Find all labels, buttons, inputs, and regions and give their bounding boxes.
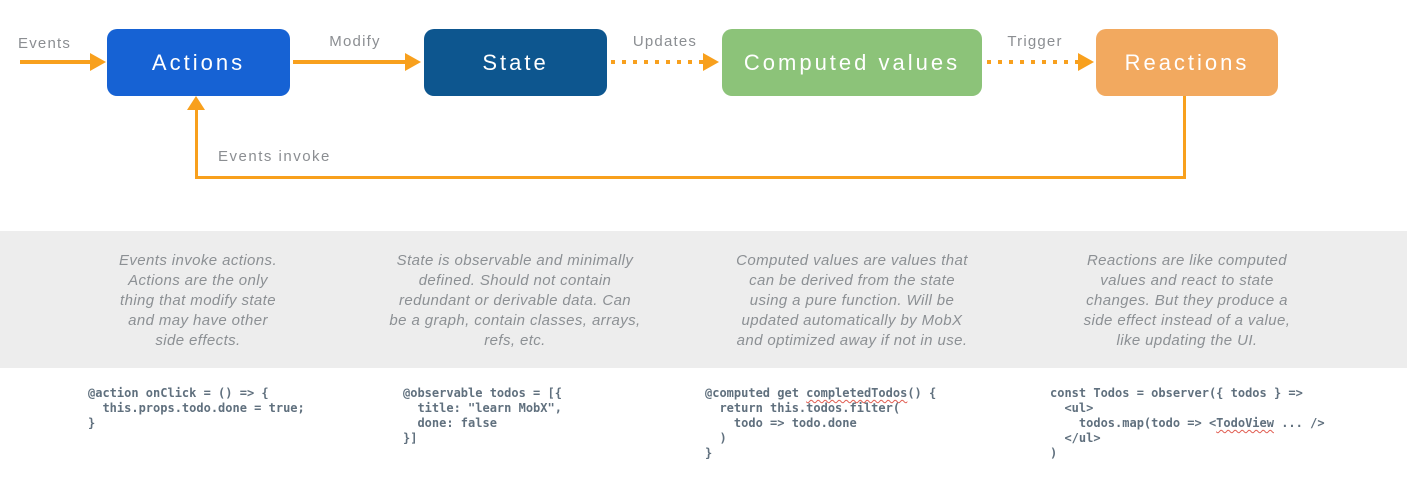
code-line: todo => todo.done xyxy=(705,416,857,430)
code-block-computed: @computed get completedTodos() { return … xyxy=(705,386,936,461)
box-state: State xyxy=(424,29,607,96)
code-line: @computed get completedTodos() { xyxy=(705,386,937,400)
code-block-action: @action onClick = () => { this.props.tod… xyxy=(88,386,305,431)
flow-label-updates: Updates xyxy=(632,33,698,50)
box-reactions: Reactions xyxy=(1096,29,1278,96)
code-line: ) xyxy=(705,431,727,445)
code-line: @action onClick = () => { xyxy=(88,386,269,400)
code-line: todos.map(todo => <TodoView ... /> xyxy=(1050,416,1325,430)
arrow-head xyxy=(405,53,421,71)
loop-arrow-head xyxy=(187,96,205,110)
arrow-computed-to-reactions xyxy=(987,53,1094,71)
code-line: <ul> xyxy=(1050,401,1094,415)
code-line: done: false xyxy=(403,416,497,430)
misspelled-token: TodoView xyxy=(1216,416,1274,430)
arrow-head xyxy=(703,53,719,71)
flow-label-events: Events xyxy=(18,35,72,52)
code-line: } xyxy=(88,416,96,430)
loop-line-right-vertical xyxy=(1183,96,1186,179)
flow-label-modify: Modify xyxy=(329,33,381,50)
arrow-shaft xyxy=(20,60,90,64)
box-computed-values: Computed values xyxy=(722,29,982,96)
arrow-shaft xyxy=(611,60,703,64)
code-block-observable: @observable todos = [{ title: "learn Mob… xyxy=(403,386,562,446)
misspelled-token: completedTodos xyxy=(806,386,908,400)
arrow-actions-to-state xyxy=(293,53,421,71)
description-computed-values: Computed values are values that can be d… xyxy=(736,252,968,349)
code-snippet-zone: @action onClick = () => { this.props.tod… xyxy=(0,368,1407,483)
arrow-head xyxy=(90,53,106,71)
code-line: const Todos = observer({ todos } => xyxy=(1050,386,1303,400)
code-line: this.props.todo.done = true; xyxy=(88,401,305,415)
description-actions: Events invoke actions. Actions are the o… xyxy=(118,252,278,349)
loop-line-left-vertical xyxy=(195,107,198,179)
code-line: </ul> xyxy=(1050,431,1101,445)
code-line: @observable todos = [{ xyxy=(403,386,562,400)
arrow-shaft xyxy=(293,60,405,64)
description-band: Events invoke actions. Actions are the o… xyxy=(0,231,1407,368)
code-line: title: "learn MobX", xyxy=(403,401,562,415)
loop-line-horizontal xyxy=(195,176,1186,179)
description-state: State is observable and minimally define… xyxy=(389,252,641,349)
description-reactions: Reactions are like computed values and r… xyxy=(1083,252,1291,349)
code-block-observer: const Todos = observer({ todos } => <ul>… xyxy=(1050,386,1325,461)
flow-label-events-invoke: Events invoke xyxy=(218,148,331,165)
arrow-shaft xyxy=(987,60,1078,64)
arrow-events-to-actions xyxy=(20,53,106,71)
code-line: ) xyxy=(1050,446,1058,460)
box-actions: Actions xyxy=(107,29,290,96)
flow-label-trigger: Trigger xyxy=(1007,33,1063,50)
arrow-state-to-computed xyxy=(611,53,719,71)
code-line: }] xyxy=(403,431,418,445)
code-line: } xyxy=(705,446,713,460)
code-line: return this.todos.filter( xyxy=(705,401,901,415)
arrow-head xyxy=(1078,53,1094,71)
